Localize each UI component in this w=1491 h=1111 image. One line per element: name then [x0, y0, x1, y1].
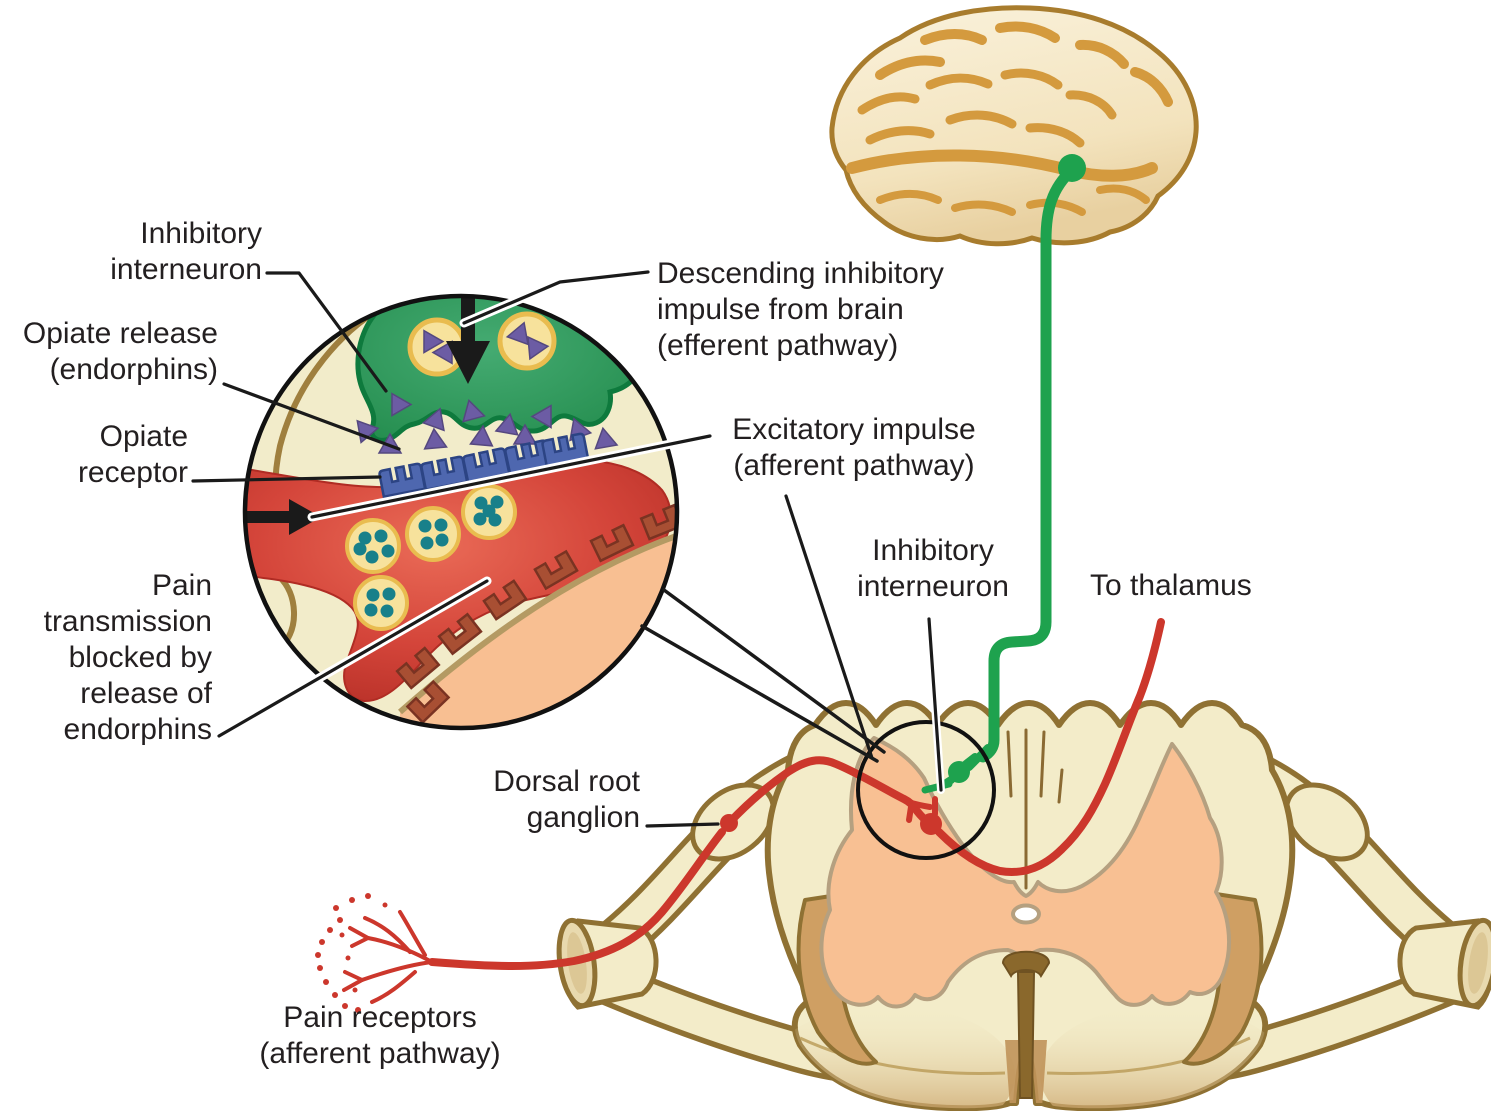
- pain-receptor-dots: [315, 893, 388, 1013]
- ventral-median-fissure: [1001, 950, 1051, 1099]
- label-to-thalamus: To thalamus: [1090, 569, 1252, 602]
- leader-pain-transmission: [217, 579, 489, 738]
- inset-circle-outline: [242, 293, 680, 731]
- afferent-pain-pathway: [315, 618, 1165, 1013]
- leader-cord-inhibitory-interneuron: [927, 617, 943, 792]
- first-order-neuron: [428, 828, 726, 970]
- leader-opiate-release: [222, 382, 401, 451]
- excitatory-impulse-arrow: [245, 499, 321, 535]
- ganglion-cell-body: [720, 814, 738, 832]
- leader-opiate-receptor: [191, 475, 382, 483]
- synapse-highlight-circle: [856, 720, 996, 860]
- leader-descending-impulse: [462, 270, 650, 325]
- brain-illustration: [829, 5, 1199, 247]
- label-inset-inhibitory-interneuron: Inhibitory interneuron: [110, 217, 262, 286]
- leader-lines: [191, 267, 945, 828]
- efferent-inhibitory-pathway: [921, 154, 1086, 794]
- second-order-cell-body: [920, 813, 942, 835]
- inset-connector-lower: [640, 624, 879, 763]
- label-dorsal-root-ganglion: Dorsal root ganglion: [493, 765, 640, 834]
- endorphin-vesicles: [407, 311, 557, 377]
- dorsal-root-ganglion-right: [1284, 782, 1370, 862]
- central-canal: [1011, 903, 1041, 925]
- label-pain-transmission: Pain transmission blocked by release of …: [43, 569, 212, 746]
- interneuron-cell-body: [948, 761, 970, 783]
- label-opiate-receptor: Opiate receptor: [77, 420, 188, 489]
- first-order-terminal-branch: [905, 796, 938, 823]
- label-opiate-release: Opiate release (endorphins): [22, 317, 218, 386]
- label-excitatory-impulse: Excitatory impulse (afferent pathway): [732, 413, 976, 482]
- label-cord-inhibitory-interneuron: Inhibitory interneuron: [857, 534, 1009, 603]
- brain-sulci: [846, 21, 1173, 216]
- neurotransmitter-vesicles: [345, 484, 517, 631]
- spinal-nerve-stump-right: [1397, 917, 1491, 1010]
- label-pain-receptors: Pain receptors (afferent pathway): [259, 1001, 501, 1070]
- label-descending-impulse: Descending inhibitory impulse from brain…: [657, 257, 944, 362]
- inset-connector-upper: [662, 588, 886, 754]
- spinal-cord-cross-section: [556, 700, 1491, 1111]
- leader-excitatory-to-cord: [784, 494, 874, 760]
- spinal-nerve-stump-left: [556, 917, 659, 1010]
- pain-receptor-branches: [315, 893, 434, 1013]
- second-order-neuron-to-thalamus: [935, 618, 1165, 876]
- descending-axon: [977, 164, 1078, 763]
- leader-excitatory-impulse: [310, 434, 712, 519]
- first-order-neuron-central: [725, 756, 932, 827]
- synapse-inset: [242, 293, 680, 731]
- leader-dorsal-root-ganglion: [645, 822, 720, 828]
- interneuron-dendrite: [962, 753, 979, 768]
- brain-neuron-cell-body: [1058, 154, 1086, 182]
- dorsal-column-sulci: [1006, 728, 1064, 890]
- leader-inset-inhibitory-interneuron: [265, 271, 388, 393]
